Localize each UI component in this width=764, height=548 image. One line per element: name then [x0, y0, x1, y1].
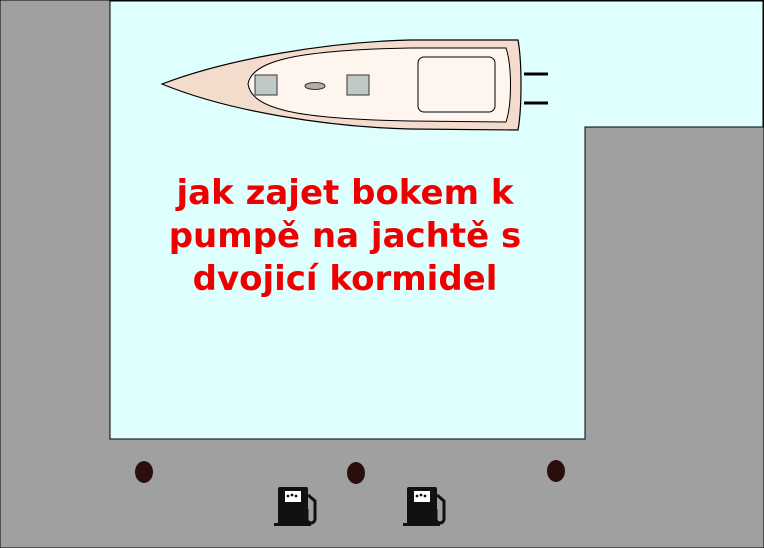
hatch-fore — [254, 74, 278, 96]
bollard — [547, 460, 565, 482]
title-line: dvojicí kormidel — [192, 259, 498, 299]
yacht — [160, 39, 548, 131]
mast-base — [304, 82, 326, 90]
fuel-pump-icon — [274, 487, 317, 526]
fuel-pump-icon — [403, 487, 446, 526]
bollard — [135, 461, 153, 483]
bollard — [347, 462, 365, 484]
diagram-title: jak zajet bokem k pumpě na jachtě s dvoj… — [150, 172, 540, 301]
hatch-aft — [346, 74, 370, 96]
cockpit — [417, 56, 496, 113]
title-line: pumpě na jachtě s — [168, 216, 522, 256]
title-line: jak zajet bokem k — [176, 173, 514, 213]
